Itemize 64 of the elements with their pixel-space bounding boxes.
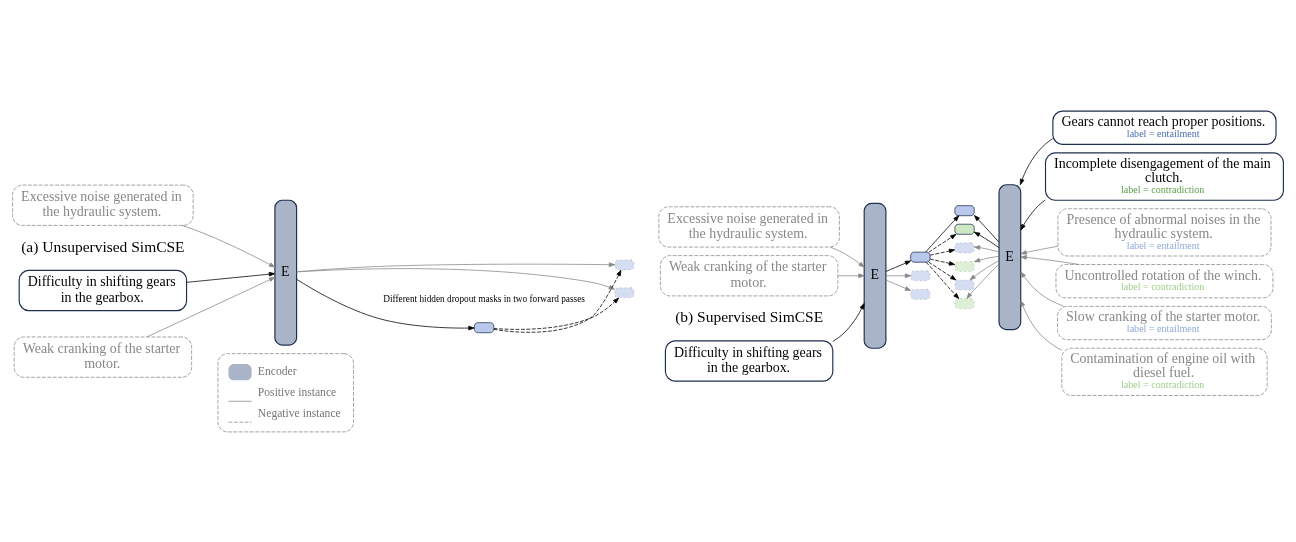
node-box xyxy=(910,251,931,263)
node-box: Weak cranking of the starter motor. xyxy=(13,336,192,378)
node-box xyxy=(954,260,975,272)
arrow xyxy=(1020,245,1059,255)
arrow xyxy=(1020,254,1080,265)
node-box xyxy=(910,288,931,300)
node-box xyxy=(954,223,975,235)
node-box: Gears cannot reach proper positions. label = entailment xyxy=(1052,110,1277,145)
node-box xyxy=(910,269,931,281)
node-box: Excessive noise generated in the hydraulic system. xyxy=(12,184,194,226)
arrow xyxy=(1020,199,1046,230)
arrow xyxy=(929,248,956,256)
node-box: Uncontrolled rotation of the winch. label = contradiction xyxy=(1055,263,1274,298)
arrow xyxy=(296,267,615,290)
arrow xyxy=(296,278,475,330)
node-box: E xyxy=(274,199,298,346)
arrow xyxy=(186,271,276,283)
node-box xyxy=(954,279,975,290)
arrow xyxy=(974,214,1000,243)
label: (a) Unsupervised SimCSE xyxy=(21,237,185,255)
node-box: E xyxy=(863,202,887,349)
arrow xyxy=(1019,137,1054,185)
legend-label: Positive instance xyxy=(257,385,337,399)
node-box: Excessive noise generated in the hydraulic system. xyxy=(658,205,840,247)
node-box xyxy=(954,297,975,309)
arrow xyxy=(928,233,957,252)
legend-label: Negative instance xyxy=(257,406,341,420)
arrow xyxy=(181,224,276,267)
node-box: Difficulty in shifting gears in the gearbox. xyxy=(664,339,834,382)
arrow xyxy=(969,259,1000,280)
node-box: Presence of abnormal noises in the hydraulic system. label = entailment xyxy=(1057,207,1272,256)
arrow xyxy=(974,255,1000,262)
node-box: Weak cranking of the starter motor. xyxy=(660,254,839,296)
arrow xyxy=(885,260,912,272)
node-box xyxy=(614,259,635,270)
arrow xyxy=(830,246,865,267)
node-box xyxy=(614,286,635,298)
arrow xyxy=(928,261,957,280)
arrow xyxy=(493,297,620,330)
node-box xyxy=(954,204,975,216)
arrow xyxy=(925,214,960,252)
node-box: Slow cranking of the starter motor. label = entailment xyxy=(1057,305,1272,340)
node-box: Incomplete disengagement of the main clutch. label = contradiction xyxy=(1044,151,1284,201)
arrow xyxy=(929,258,956,266)
arrow xyxy=(837,272,865,278)
arrow xyxy=(974,231,1000,248)
arrow xyxy=(885,279,912,291)
arrow xyxy=(1020,271,1065,307)
legend-label: Encoder xyxy=(257,364,297,378)
arrow xyxy=(925,261,960,299)
node-box: Difficulty in shifting gears in the gearbox. xyxy=(18,269,188,311)
arrow xyxy=(885,272,912,278)
label: (b) Supervised SimCSE xyxy=(675,307,824,325)
arrow xyxy=(1020,299,1063,351)
arrow xyxy=(832,302,865,342)
label: Different hidden dropout masks in two forward passes xyxy=(383,293,585,304)
arrow xyxy=(146,276,276,337)
arrow xyxy=(966,263,1000,299)
node-box: Contamination of engine oil with diesel fuel. label = contradiction xyxy=(1061,347,1268,396)
arrow xyxy=(974,244,1000,252)
node-box xyxy=(954,241,975,253)
arrow xyxy=(493,269,622,333)
node-box xyxy=(474,321,495,333)
node-box: E xyxy=(998,183,1022,330)
